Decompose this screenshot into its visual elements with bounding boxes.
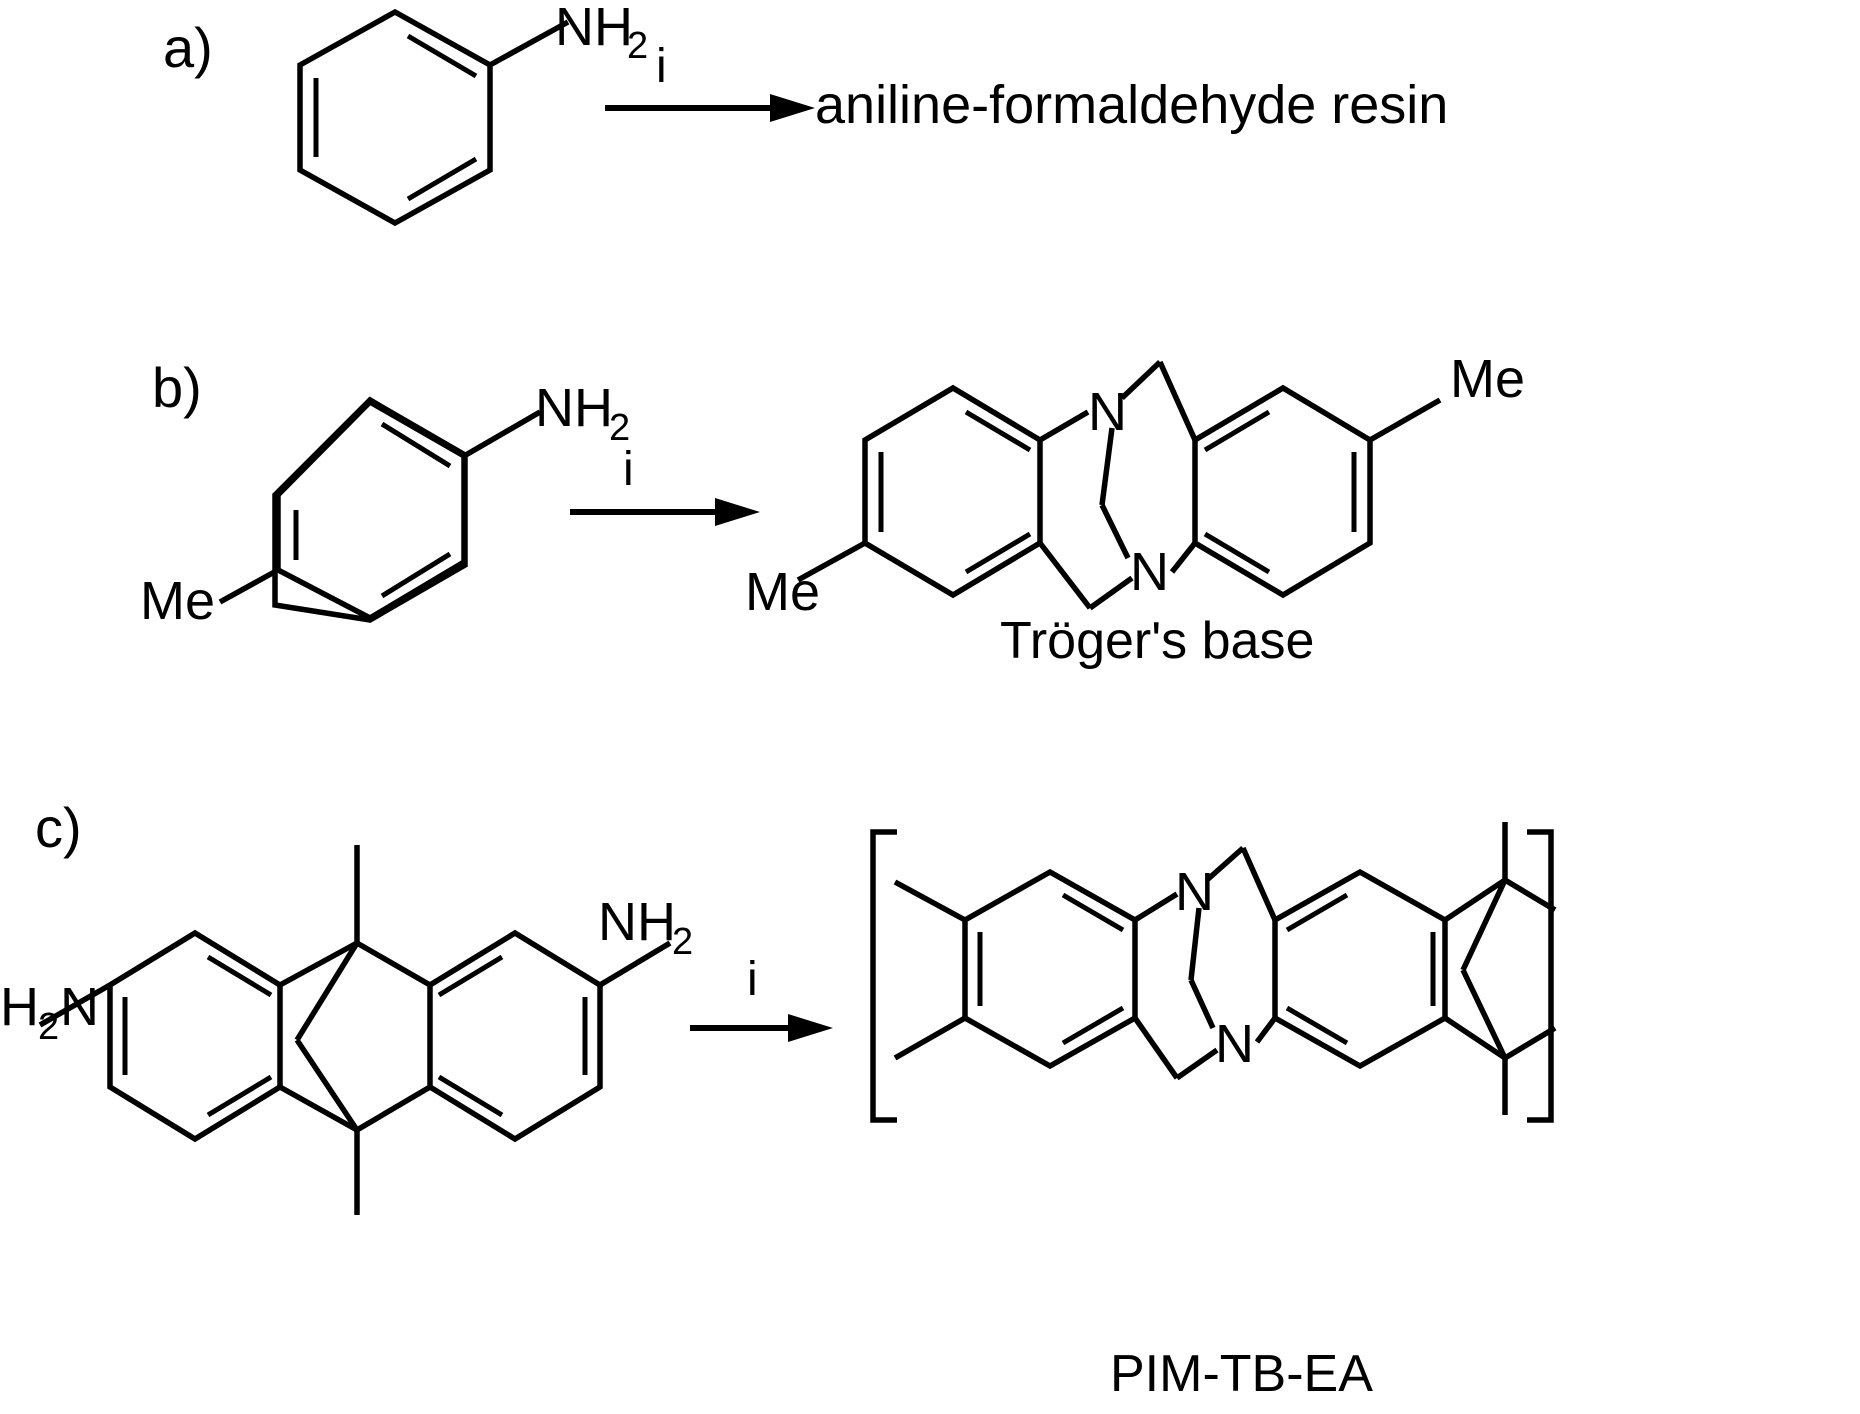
panel-a-label: a)	[163, 16, 213, 79]
nitrogen-top-label: N	[1088, 382, 1127, 442]
panel-a: a) NH 2 i aniline-formaldehyde resin	[0, 0, 1860, 250]
diamine-nh2-label: NH 2	[598, 892, 693, 963]
aniline-structure	[297, 8, 570, 227]
panel-c-label: c)	[35, 796, 82, 859]
product-label-a: aniline-formaldehyde resin	[815, 75, 1449, 135]
condition-label-c: i	[747, 953, 758, 1006]
nh2-main-c: NH	[598, 892, 676, 952]
aniline-nh2-label: NH 2	[555, 0, 648, 67]
h2n-nitrogen: N	[60, 977, 99, 1037]
toluidine-me-label: Me	[140, 571, 216, 631]
nh2-subscript: 2	[627, 25, 648, 67]
toluidine-nh2-label: NH 2	[535, 378, 630, 449]
polymer-nitrogen-top-label: N	[1175, 862, 1214, 922]
trogers-base-structure: N N	[796, 360, 1442, 611]
reaction-arrow-b: i	[570, 443, 760, 526]
h2n-main: H	[0, 977, 39, 1037]
pim-tb-ea-structure: N N	[870, 822, 1557, 1123]
polymer-nitrogen-bottom-label: N	[1215, 1014, 1254, 1074]
ethanoanthracene-diamine-structure	[38, 845, 672, 1215]
condition-label-b: i	[623, 443, 634, 496]
diamine-h2n-label: H 2 N	[0, 977, 99, 1048]
nh2-subscript-b: 2	[609, 407, 630, 449]
nh2-main-b: NH	[535, 378, 613, 438]
panel-b: b) NH 2 Me i	[0, 330, 1860, 700]
nitrogen-bottom-label: N	[1130, 542, 1169, 602]
condition-label-a: i	[656, 40, 667, 93]
trogers-me-left-label: Me	[745, 562, 821, 622]
pim-tb-ea-caption: PIM-TB-EA	[1110, 1345, 1373, 1403]
panel-c: c)	[0, 790, 1860, 1414]
reaction-arrow-c: i	[690, 953, 833, 1042]
trogers-base-caption: Tröger's base	[1000, 612, 1315, 670]
trogers-me-right-label: Me	[1450, 349, 1526, 409]
p-toluidine-structure	[218, 396, 542, 623]
h2n-subscript: 2	[38, 1006, 59, 1048]
nh2-main: NH	[555, 0, 633, 57]
nh2-subscript-c: 2	[672, 921, 693, 963]
panel-b-label: b)	[152, 356, 202, 419]
reaction-arrow-a: i	[605, 40, 815, 122]
